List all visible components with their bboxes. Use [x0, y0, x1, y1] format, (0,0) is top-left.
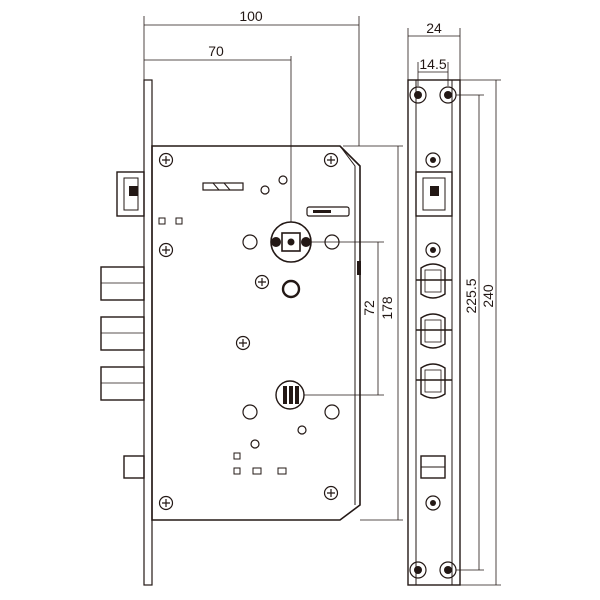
case-screw-upper-center [254, 274, 270, 290]
faceplate-aux-opening [420, 455, 446, 479]
square-hole [233, 467, 241, 475]
case-screw-bottom-right [323, 485, 339, 501]
square-hole [277, 467, 287, 475]
square-hole [233, 452, 241, 460]
through-hole-lower-left [242, 404, 258, 420]
square-hole [175, 217, 183, 225]
case-body [151, 145, 361, 521]
dim-screw-distance-225-5: 225.5 [463, 278, 479, 313]
case-screw-top-left [158, 152, 174, 168]
case-screw-center [235, 335, 251, 351]
faceplate-screw-3 [425, 495, 441, 511]
faceplate-screw-bottom-left [409, 561, 427, 579]
dim-width-100: 100 [239, 8, 263, 24]
dead-bolt-2 [100, 316, 145, 351]
dim-faceplate-14-5: 14.5 [419, 56, 446, 72]
handle-spindle-hub [270, 221, 312, 263]
small-hole [278, 175, 288, 185]
dead-bolt-3 [100, 366, 145, 401]
through-hole-lower-right [324, 404, 340, 420]
dim-height-178: 178 [379, 296, 395, 320]
faceplate-bolt-opening-1 [416, 263, 452, 299]
faceplate-screw-top-left [409, 86, 427, 104]
faceplate-screw-top-right [439, 86, 457, 104]
faceplate-screw-2 [425, 242, 441, 258]
square-hole [158, 217, 166, 225]
slide-slot [306, 206, 350, 217]
dim-faceplate-24: 24 [426, 20, 442, 36]
side-dimensions: 24 14.5 225.5 240 [407, 20, 501, 586]
faceplate-inner [415, 79, 453, 586]
front-view [100, 79, 361, 586]
auxiliary-latch [123, 455, 145, 479]
faceplate-side-view [407, 79, 461, 586]
ring-hole [281, 279, 301, 299]
case-screw-bottom-left [158, 495, 174, 511]
faceplate-bolt-opening-3 [416, 363, 452, 399]
faceplate-screw-bottom-right [439, 561, 457, 579]
dead-bolt-1 [100, 266, 145, 301]
dim-length-240: 240 [480, 284, 496, 308]
small-hole [260, 185, 270, 195]
upper-slot-mechanism [202, 182, 244, 191]
case-body-edge [339, 145, 356, 505]
faceplate-screw-1 [425, 152, 441, 168]
faceplate-bolt-opening-2 [416, 313, 452, 349]
case-screw-left-mid [158, 242, 174, 258]
square-hole [252, 467, 262, 475]
cylinder-hub [275, 380, 305, 410]
latch-bolt [116, 171, 145, 217]
case-screw-top-right [323, 152, 339, 168]
edge-notch [357, 261, 361, 275]
small-hole [297, 425, 307, 435]
forend-plate [143, 79, 153, 586]
small-hole [250, 439, 260, 449]
dim-center-72: 72 [361, 300, 377, 316]
dim-backset-70: 70 [208, 43, 224, 59]
through-hole-left [242, 234, 258, 250]
front-dimensions: 100 70 72 178 [143, 8, 403, 521]
faceplate-latch-opening [415, 171, 453, 217]
